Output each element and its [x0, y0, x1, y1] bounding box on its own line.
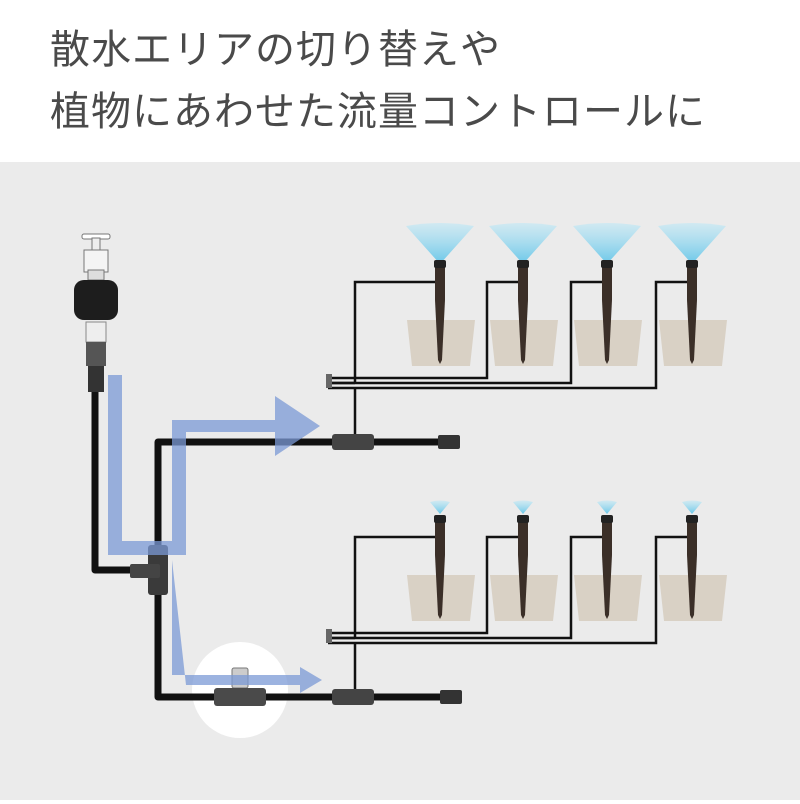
dripper-head	[601, 260, 613, 268]
dripper-1	[406, 223, 475, 366]
spray-fan	[573, 223, 641, 264]
spray-fan	[406, 223, 474, 264]
drip-tube	[328, 280, 688, 390]
flow-arrow-lower	[172, 560, 322, 693]
spray-fan	[597, 500, 617, 514]
dripper-4	[658, 223, 727, 366]
upper-end-cap	[438, 435, 460, 449]
upper-connector	[332, 434, 374, 450]
tube-manifold	[326, 374, 332, 388]
flow-arrow-upper	[172, 396, 320, 555]
flow-arrow-supply	[108, 375, 172, 555]
tee-inlet	[130, 564, 160, 578]
dripper-stake	[518, 262, 528, 364]
drip-tube	[328, 280, 519, 380]
tube-manifold	[326, 629, 332, 643]
dripper-head	[434, 260, 446, 268]
dripper-2	[490, 500, 558, 621]
timer-outlet	[85, 321, 107, 392]
dripper-head	[686, 515, 698, 523]
dripper-3	[573, 223, 642, 366]
lower-end-cap	[440, 690, 462, 704]
dripper-head	[517, 515, 529, 523]
dripper-4	[659, 500, 727, 621]
dripper-stake	[435, 262, 445, 364]
dripper-2	[489, 223, 558, 366]
upper-hose	[154, 438, 455, 560]
dripper-head	[517, 260, 529, 268]
zone-upper	[326, 223, 727, 445]
spray-fan	[658, 223, 726, 264]
dripper-stake	[435, 517, 445, 619]
heading-line-1: 散水エリアの切り替えや	[50, 27, 501, 73]
water-timer	[74, 280, 118, 320]
dripper-head	[601, 515, 613, 523]
dripper-1	[407, 500, 475, 621]
dripper-3	[574, 500, 642, 621]
dripper-stake	[602, 517, 612, 619]
lower-connector	[332, 689, 374, 705]
flow-valve	[214, 688, 266, 706]
drip-tube	[328, 535, 688, 645]
dripper-stake	[602, 262, 612, 364]
zone-lower	[326, 500, 727, 700]
dripper-head	[434, 515, 446, 523]
flow-arrows	[108, 375, 322, 693]
drip-tube	[328, 535, 519, 635]
diagram-svg	[74, 223, 727, 738]
irrigation-diagram	[0, 162, 800, 800]
drip-tube	[328, 535, 603, 640]
heading-line-2: 植物にあわせた流量コントロールに	[50, 89, 706, 135]
faucet	[81, 233, 111, 281]
spray-fan	[513, 500, 533, 514]
dripper-stake	[687, 517, 697, 619]
drip-tube	[328, 280, 603, 385]
dripper-stake	[518, 517, 528, 619]
dripper-stake	[687, 262, 697, 364]
spray-fan	[489, 223, 557, 264]
spray-fan	[430, 500, 450, 514]
spray-fan	[682, 500, 702, 514]
dripper-head	[686, 260, 698, 268]
